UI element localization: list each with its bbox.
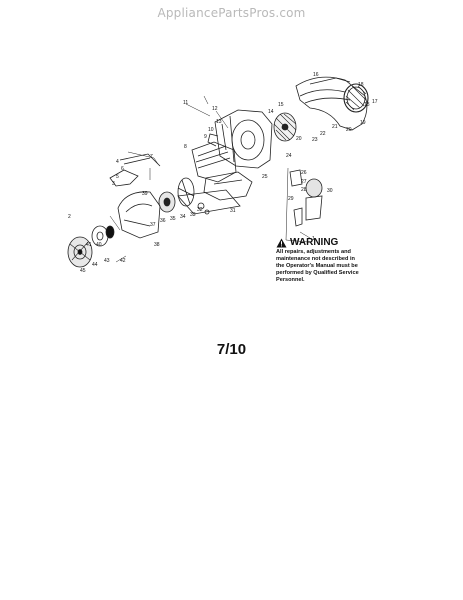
callout-1: 1 (312, 236, 315, 242)
callout-16: 16 (313, 72, 319, 78)
callout-19: 19 (360, 120, 366, 126)
callout-34: 34 (180, 214, 186, 220)
callout-41: 41 (86, 242, 92, 248)
callout-39: 39 (142, 191, 148, 197)
callout-18b: 18 (364, 102, 370, 108)
callout-37: 37 (150, 222, 156, 228)
warning-notice: WARNING All repairs, adjustments and mai… (276, 237, 396, 284)
warning-text: All repairs, adjustments and maintenance… (276, 249, 359, 283)
bracket-line-right (285, 167, 309, 243)
callout-24: 24 (286, 153, 292, 159)
callout-22: 22 (320, 131, 326, 137)
callout-14: 14 (268, 109, 274, 115)
callout-18: 18 (358, 82, 364, 88)
callout-40: 40 (96, 242, 102, 248)
callout-2: 2 (68, 214, 71, 220)
callout-23: 23 (312, 137, 318, 143)
warning-title: WARNING (290, 237, 339, 248)
callout-6: 6 (121, 166, 124, 172)
callout-4: 4 (116, 159, 119, 165)
callout-8: 8 (184, 144, 187, 150)
callout-21: 21 (332, 124, 338, 130)
callout-38: 38 (154, 242, 160, 248)
impeller-fan (273, 112, 297, 142)
callout-27: 27 (301, 179, 307, 185)
callout-11: 11 (183, 100, 188, 106)
callout-35: 35 (170, 216, 176, 222)
page-number: 7/10 (216, 341, 247, 358)
callout-7: 7 (150, 154, 153, 160)
callout-28: 28 (301, 187, 307, 193)
callout-36: 36 (160, 218, 166, 224)
callout-20b: 20 (296, 136, 302, 142)
starter-pulley (91, 225, 115, 247)
callout-30: 30 (327, 188, 333, 194)
starter-cover (67, 236, 93, 268)
fuel-tank (203, 171, 253, 201)
warning-triangle-icon (276, 238, 287, 247)
clutch-assembly (158, 191, 210, 215)
callout-5: 5 (116, 174, 119, 180)
watermark-text: AppliancePartsPros.com (157, 6, 306, 20)
base-plate (177, 189, 241, 215)
blower-housing-cover (295, 76, 368, 131)
carburetor (289, 169, 323, 227)
callout-43: 43 (104, 258, 110, 264)
callout-42: 42 (120, 258, 126, 264)
recoil-housing (117, 191, 161, 239)
callout-20: 20 (346, 127, 352, 133)
bracket-line-left (127, 151, 159, 165)
flywheel (177, 177, 195, 207)
callout-13: 13 (216, 119, 222, 125)
callout-17: 17 (372, 99, 378, 105)
callout-26: 26 (301, 170, 307, 176)
callout-3: 3 (112, 181, 115, 187)
callout-25: 25 (262, 174, 268, 180)
callout-32: 32 (197, 207, 203, 213)
callout-10: 10 (208, 127, 214, 133)
callout-45: 45 (80, 268, 86, 274)
ignition-bracket (109, 153, 161, 187)
callout-29: 29 (288, 196, 294, 202)
leader-lines (109, 95, 311, 263)
callout-9: 9 (204, 134, 207, 140)
intake-screen (343, 83, 369, 113)
callout-15: 15 (278, 102, 284, 108)
callout-31: 31 (230, 208, 236, 214)
callout-44: 44 (92, 262, 98, 268)
callout-12: 12 (212, 106, 218, 112)
callout-33: 33 (190, 212, 196, 218)
